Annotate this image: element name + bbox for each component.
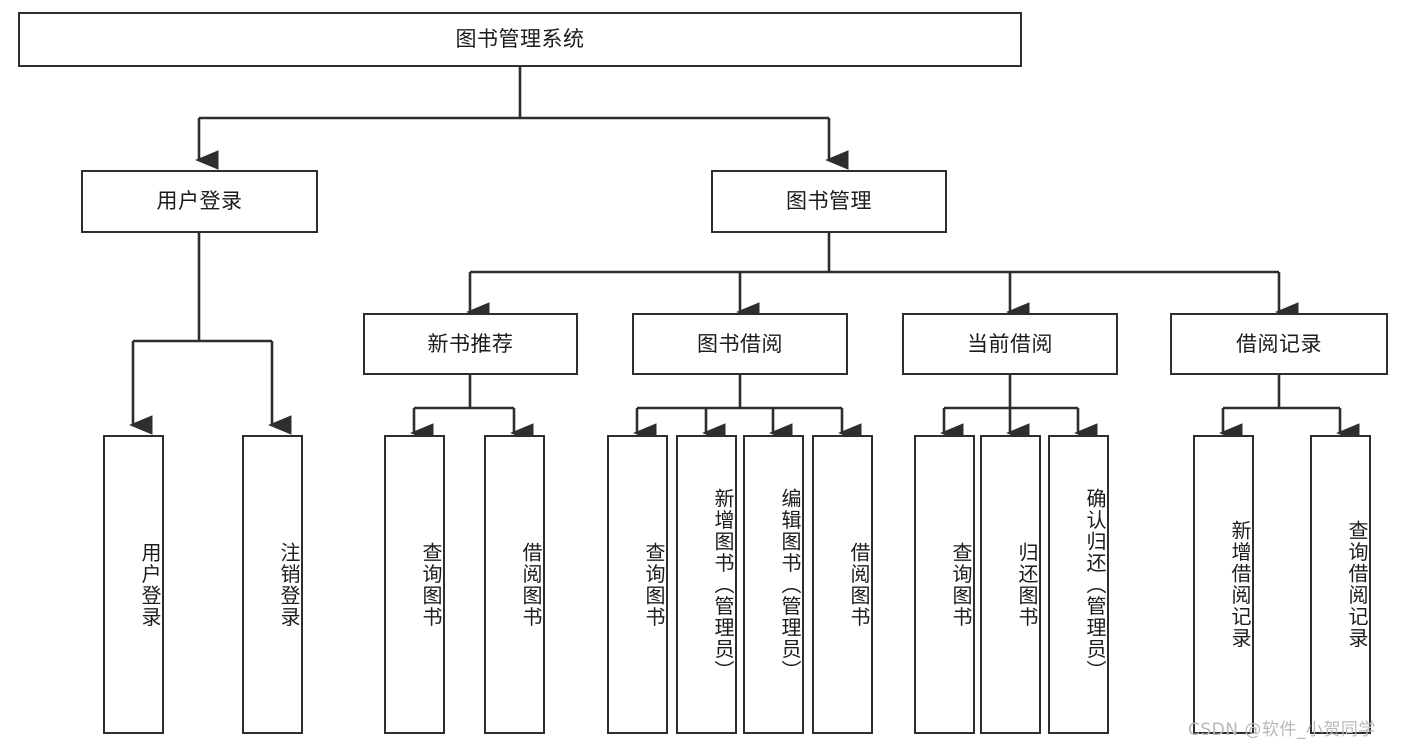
node-leaf-add-record-label: 新增借阅记录: [1228, 520, 1252, 649]
node-leaf-query-book-1-label: 查询图书: [419, 541, 443, 628]
node-root[interactable]: 图书管理系统: [18, 12, 1022, 67]
node-book-manage-label: 图书管理: [786, 189, 872, 214]
node-borrow-record-label: 借阅记录: [1236, 331, 1322, 356]
node-leaf-edit-book-label: 编辑图书（管理员）: [778, 487, 802, 682]
node-leaf-add-book-label: 新增图书（管理员）: [711, 487, 735, 682]
node-leaf-edit-book[interactable]: 编辑图书（管理员）: [743, 435, 804, 734]
node-leaf-borrow-book-2[interactable]: 借阅图书: [812, 435, 873, 734]
node-current-borrow[interactable]: 当前借阅: [902, 313, 1118, 375]
node-current-borrow-label: 当前借阅: [967, 331, 1053, 356]
node-leaf-return-book[interactable]: 归还图书: [980, 435, 1041, 734]
node-leaf-user-login-label: 用户登录: [138, 541, 162, 628]
node-book-manage[interactable]: 图书管理: [711, 170, 947, 233]
node-leaf-query-book-3[interactable]: 查询图书: [914, 435, 975, 734]
node-user-login[interactable]: 用户登录: [81, 170, 318, 233]
node-root-label: 图书管理系统: [455, 27, 585, 52]
node-new-book-recommend[interactable]: 新书推荐: [363, 313, 578, 375]
node-leaf-query-book-3-label: 查询图书: [949, 541, 973, 628]
node-borrow-record[interactable]: 借阅记录: [1170, 313, 1388, 375]
node-leaf-add-book[interactable]: 新增图书（管理员）: [676, 435, 737, 734]
node-leaf-query-record-label: 查询借阅记录: [1345, 520, 1369, 649]
node-leaf-confirm-return-label: 确认归还（管理员）: [1083, 487, 1107, 682]
node-leaf-borrow-book-1-label: 借阅图书: [519, 541, 543, 628]
node-leaf-user-login[interactable]: 用户登录: [103, 435, 164, 734]
node-book-borrow[interactable]: 图书借阅: [632, 313, 848, 375]
node-leaf-query-book-2[interactable]: 查询图书: [607, 435, 668, 734]
node-book-borrow-label: 图书借阅: [697, 331, 783, 356]
node-leaf-query-book-1[interactable]: 查询图书: [384, 435, 445, 734]
node-leaf-query-record[interactable]: 查询借阅记录: [1310, 435, 1371, 734]
node-leaf-confirm-return[interactable]: 确认归还（管理员）: [1048, 435, 1109, 734]
node-new-book-recommend-label: 新书推荐: [427, 331, 514, 356]
csdn-watermark: CSDN @软件_小贺同学: [1188, 720, 1376, 740]
node-user-login-label: 用户登录: [156, 189, 243, 214]
node-leaf-add-record[interactable]: 新增借阅记录: [1193, 435, 1254, 734]
node-leaf-user-logout[interactable]: 注销登录: [242, 435, 303, 734]
node-leaf-borrow-book-2-label: 借阅图书: [847, 541, 871, 628]
node-leaf-query-book-2-label: 查询图书: [642, 541, 666, 628]
node-leaf-return-book-label: 归还图书: [1015, 541, 1039, 628]
node-leaf-borrow-book-1[interactable]: 借阅图书: [484, 435, 545, 734]
node-leaf-user-logout-label: 注销登录: [277, 541, 301, 628]
